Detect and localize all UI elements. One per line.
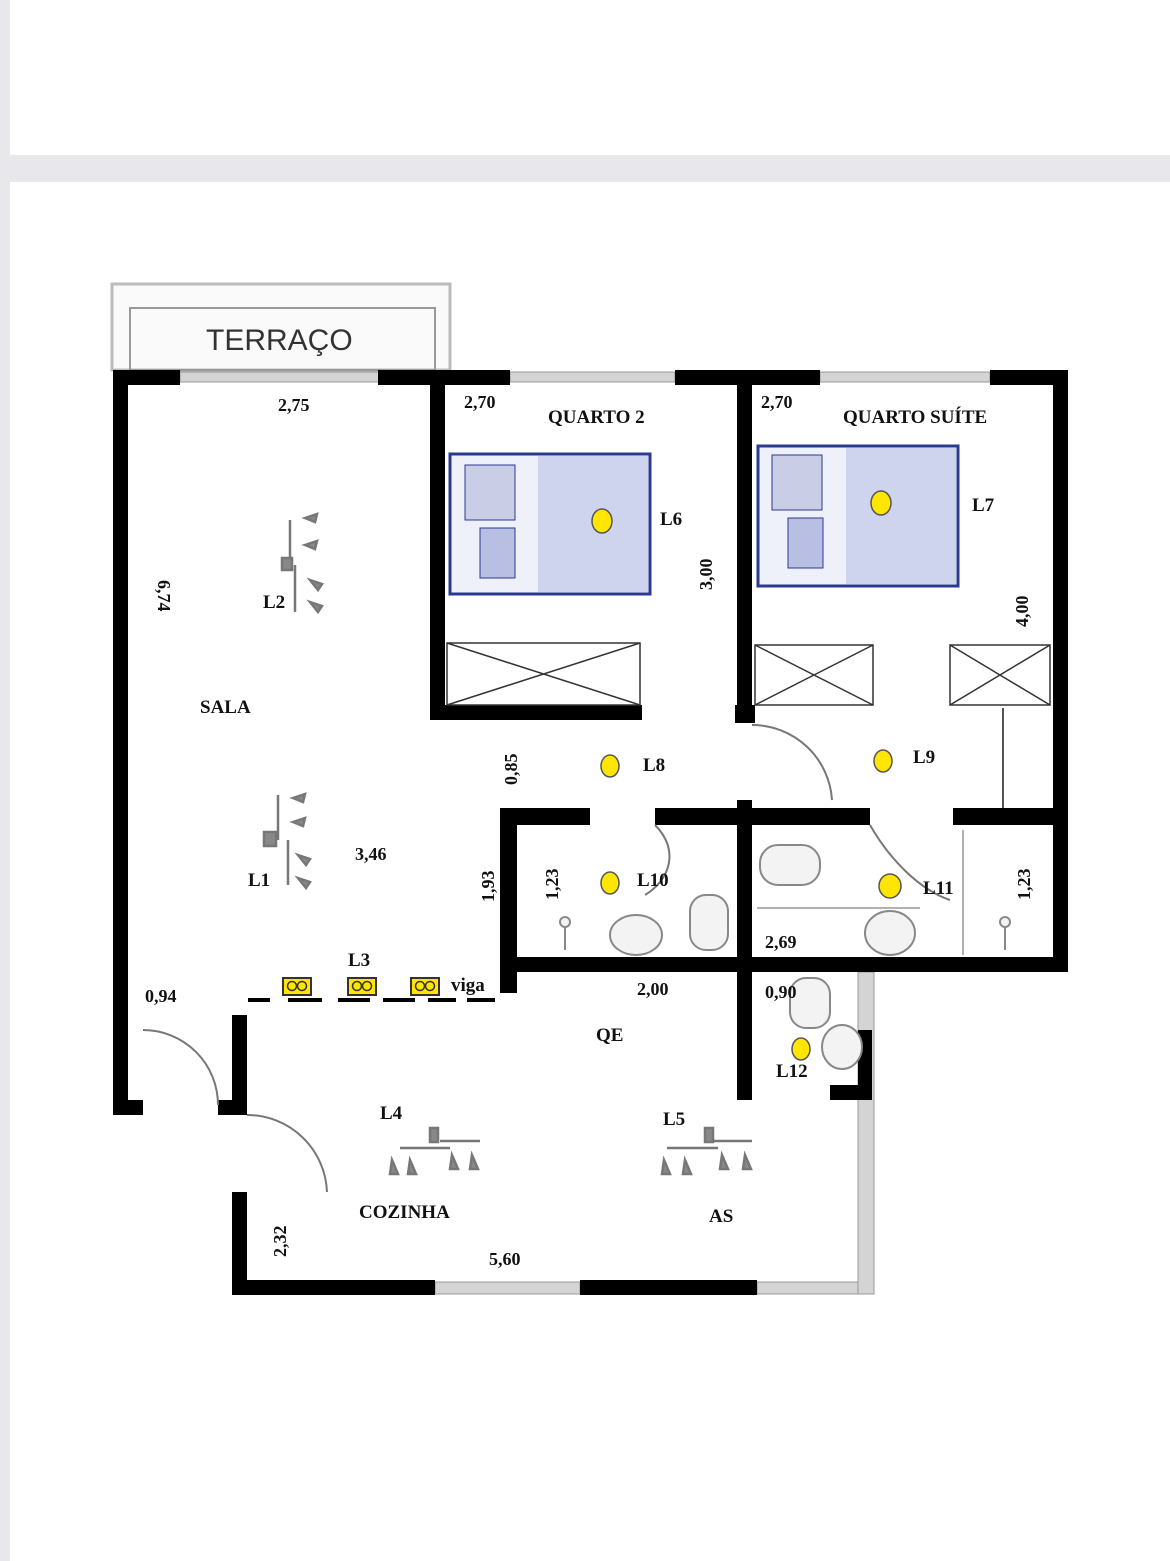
room-label-as: AS: [709, 1206, 733, 1227]
spot-rail-l1: [262, 792, 312, 891]
toilet-bath2: [759, 844, 821, 886]
room-label-quarto2: QUARTO 2: [548, 407, 645, 428]
light-point-l8: [600, 754, 620, 778]
sink-lavabo: [821, 1024, 863, 1070]
bed-quarto2: [448, 452, 652, 596]
light-label-l8: L8: [643, 755, 665, 776]
window-side: [857, 971, 875, 1295]
light-point-l6: [591, 508, 613, 534]
terrace: TERRAÇO: [110, 282, 452, 372]
top-card: [10, 0, 1170, 155]
room-label-sala: SALA: [200, 697, 251, 718]
light-label-l4: L4: [380, 1103, 403, 1124]
spot-rails: [262, 512, 753, 1176]
door-bath1: [644, 824, 671, 896]
beam-line: [248, 998, 495, 1002]
dim-qs-height: 4,00: [1012, 596, 1032, 628]
spot-rail-l4: [388, 1126, 480, 1176]
dim-hall: 0,85: [501, 754, 521, 786]
light-label-l11: L11: [923, 878, 954, 899]
light-label-l3: L3: [348, 950, 370, 971]
light-label-l1: L1: [248, 870, 270, 891]
light-label-l5: L5: [663, 1109, 685, 1130]
dim-sala-height: 6,74: [154, 580, 174, 612]
dim-q2-height: 3,00: [696, 559, 716, 591]
walls: [113, 370, 1068, 1295]
dim-qs-width: 2,70: [761, 392, 793, 412]
dim-sala-depth: 3,46: [355, 844, 387, 864]
dim-qe-width: 2,00: [637, 979, 669, 999]
bed-suite: [756, 444, 960, 588]
window-as: [756, 1281, 860, 1295]
sink-bath2: [864, 910, 916, 956]
light-point-l7: [870, 490, 892, 516]
window-kitchen: [434, 1281, 581, 1295]
dim-bath2-height: 1,23: [1014, 869, 1034, 901]
floor-plan-card: [10, 182, 1170, 1561]
light-label-l9: L9: [913, 747, 935, 768]
room-label-cozinha: COZINHA: [359, 1202, 450, 1223]
dim-q2-width: 2,70: [464, 392, 496, 412]
window-suite: [819, 371, 991, 383]
closets: [446, 642, 1051, 706]
dim-sala-width: 2,75: [278, 395, 310, 415]
ceiling-lights: [591, 490, 902, 1061]
light-point-l12: [791, 1037, 811, 1061]
door-suite: [751, 723, 833, 801]
room-label-quarto-suite: QUARTO SUÍTE: [843, 406, 987, 428]
light-label-l6: L6: [660, 509, 682, 530]
dim-kitchen-width: 5,60: [489, 1249, 521, 1269]
dim-bath-width: 2,69: [765, 932, 797, 952]
toilet-bath1: [689, 894, 729, 951]
light-point-l11: [878, 873, 902, 899]
light-point-l9: [873, 749, 893, 773]
room-label-terraco: TERRAÇO: [206, 324, 353, 357]
spot-rail-l2: [280, 512, 324, 615]
light-point-l10: [600, 871, 620, 895]
toilet-lavabo: [789, 977, 831, 1029]
window-quarto2: [509, 371, 676, 383]
recessed-lights-l3: [282, 977, 440, 996]
door-bath2: [869, 824, 951, 901]
dim-entry: 0,94: [145, 986, 177, 1006]
dim-lav-width: 0,90: [765, 982, 797, 1002]
dim-kitchen-height: 2,32: [270, 1226, 290, 1258]
door-entry: [142, 1029, 219, 1106]
beam-label: viga: [451, 975, 485, 996]
light-label-l12: L12: [776, 1061, 808, 1082]
sink-bath1: [609, 914, 663, 956]
sliding-door: [179, 371, 381, 383]
room-label-qe: QE: [596, 1025, 623, 1046]
spot-rail-l5: [660, 1126, 753, 1176]
dim-bath1-height: 1,23: [542, 869, 562, 901]
doors: [142, 723, 951, 1193]
fixtures: [559, 844, 1011, 1070]
light-label-l2: L2: [263, 592, 285, 613]
light-label-l10: L10: [637, 870, 669, 891]
door-kitchen: [246, 1114, 328, 1193]
dim-hall-height: 1,93: [478, 871, 498, 903]
light-label-l7: L7: [972, 495, 995, 516]
